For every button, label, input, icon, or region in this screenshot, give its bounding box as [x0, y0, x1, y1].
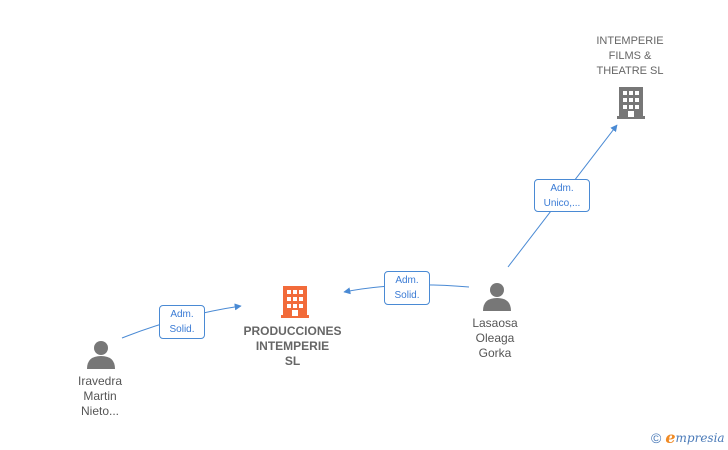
copyright-symbol: © [651, 429, 662, 446]
edge-label-adm-solid-lasaosa[interactable]: Adm. Solid. [384, 271, 430, 305]
building-icon-main[interactable] [279, 284, 311, 318]
edge-label-adm-solid-iravedra[interactable]: Adm. Solid. [159, 305, 205, 339]
node-label-producciones[interactable]: PRODUCCIONES INTEMPERIE SL [243, 324, 342, 368]
empresia-logo: © e mpresia [651, 428, 725, 447]
node-label-lasaosa[interactable]: Lasaosa Oleaga Gorka [472, 316, 518, 360]
person-icon[interactable] [86, 339, 116, 369]
node-label-intemperie-films[interactable]: INTEMPERIE FILMS & THEATRE SL [596, 35, 664, 77]
person-icon[interactable] [482, 281, 512, 311]
node-label-iravedra[interactable]: Iravedra Martin Nieto... [77, 374, 123, 418]
edge-label-adm-unico[interactable]: Adm. Unico,... [534, 179, 590, 212]
building-icon[interactable] [615, 85, 647, 119]
